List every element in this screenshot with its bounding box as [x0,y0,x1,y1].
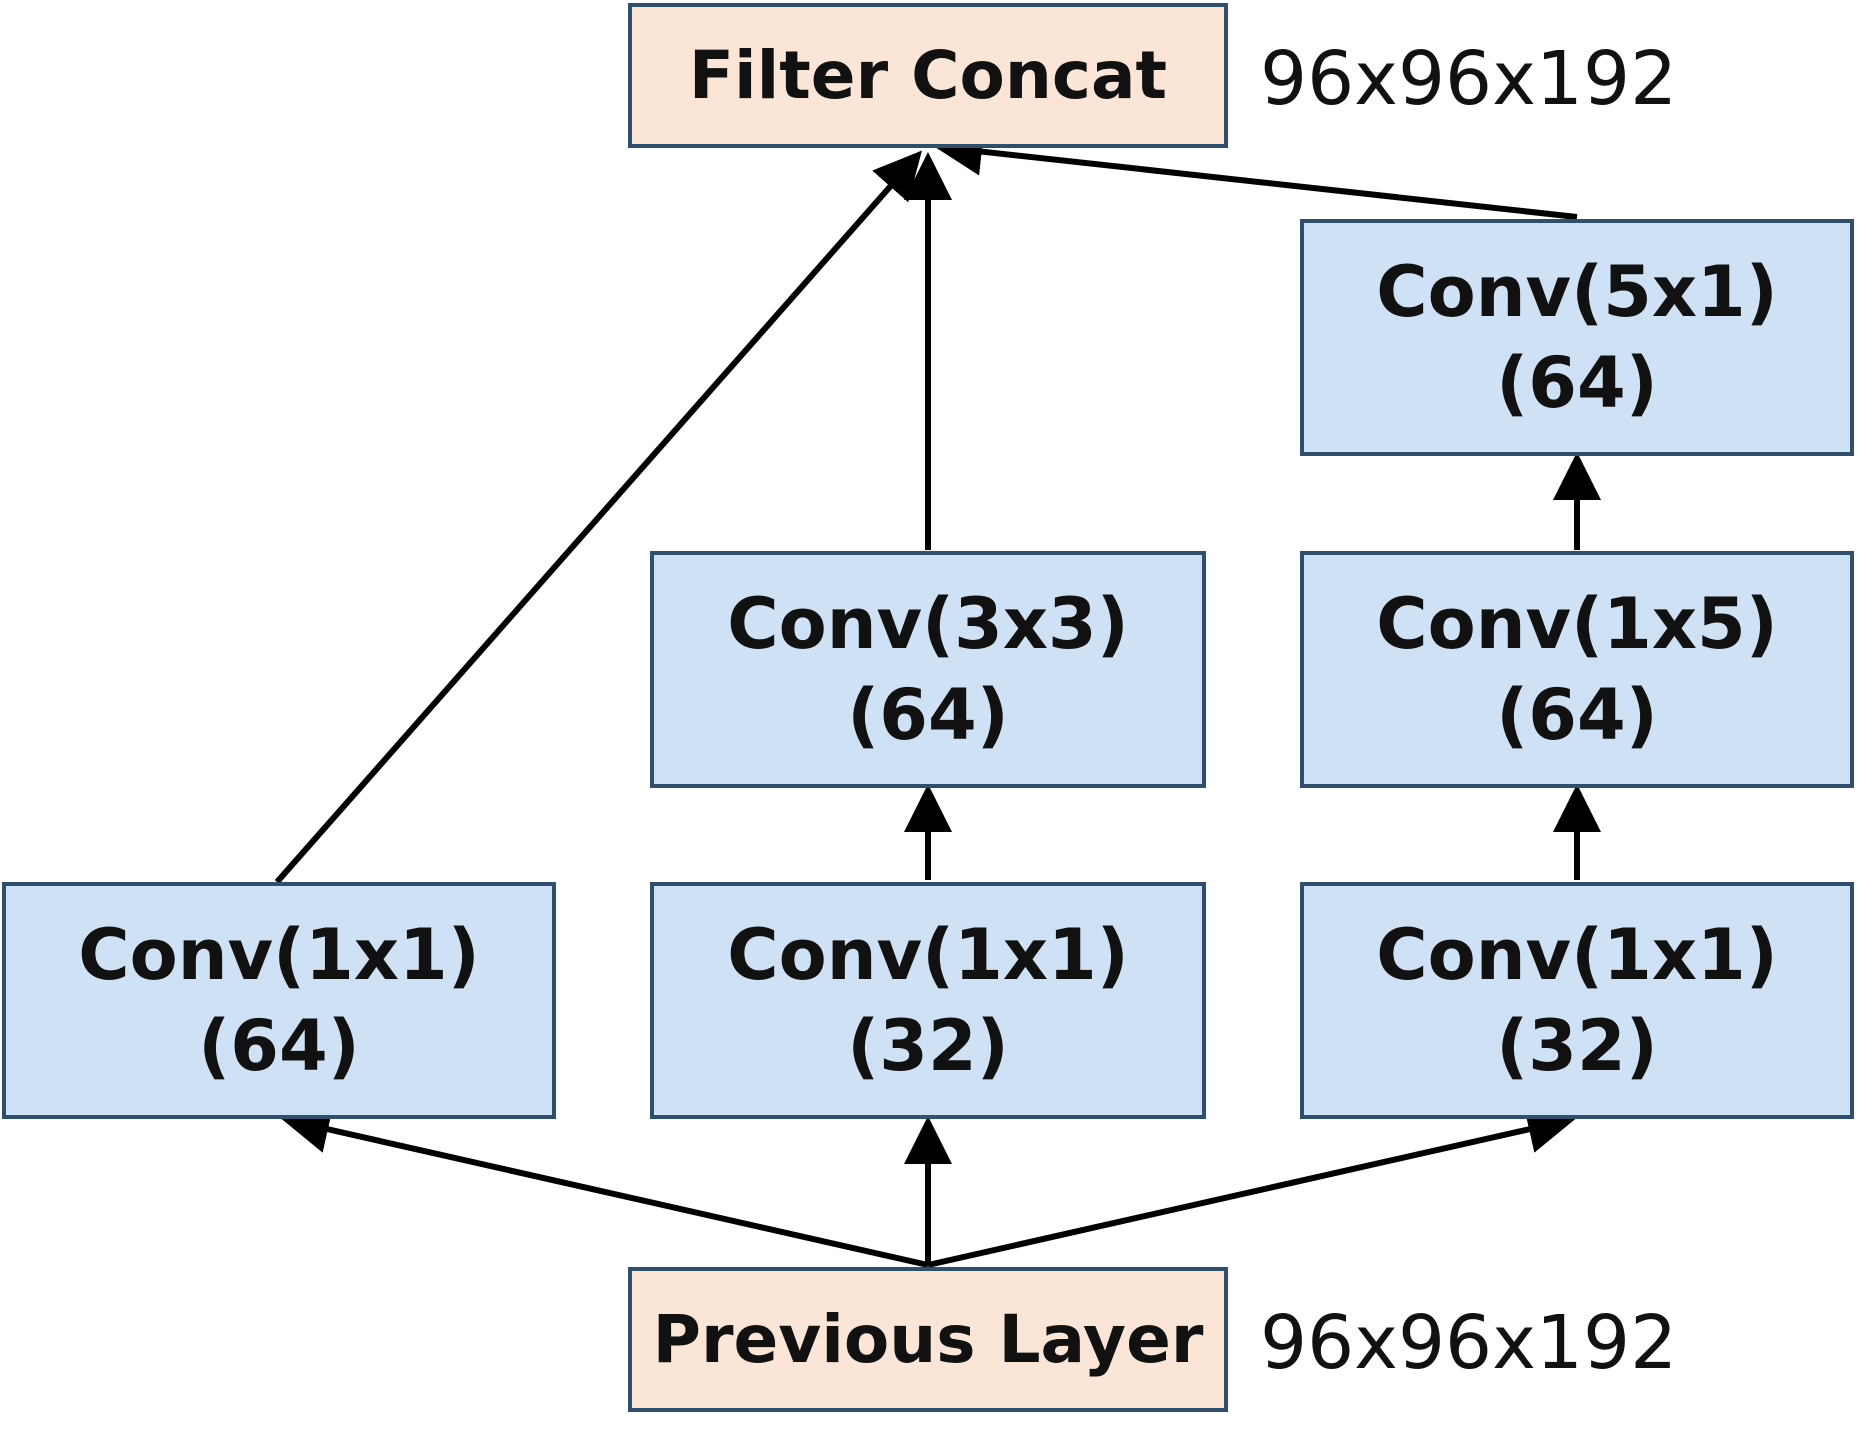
left-conv1x1-op: Conv(1x1) [78,913,480,996]
conv1x5-node: Conv(1x5) (64) [1300,551,1854,788]
mid-conv1x1-filters: (32) [847,1004,1009,1087]
right-conv1x1-op: Conv(1x1) [1376,913,1778,996]
right-conv1x1-filters: (32) [1496,1004,1658,1087]
arrow-left-conv1x1-to-concat [274,150,922,884]
left-conv1x1-node: Conv(1x1) (64) [2,882,556,1119]
mid-conv1x1-node: Conv(1x1) (32) [650,882,1206,1119]
filter-concat-label: Filter Concat [688,36,1168,114]
arrow-conv5x1-to-concat [934,127,1578,220]
arrow-prev-to-right-conv1x1 [927,1105,1576,1268]
arrow-prev-to-left-conv1x1 [281,1105,929,1268]
previous-layer-label: Previous Layer [652,1300,1204,1378]
output-dimensions: 96x96x192 [1260,36,1678,122]
conv3x3-filters: (64) [847,673,1009,756]
previous-layer-node: Previous Layer [628,1267,1228,1412]
conv5x1-node: Conv(5x1) (64) [1300,219,1854,456]
conv1x5-op: Conv(1x5) [1376,582,1778,665]
filter-concat-node: Filter Concat [628,3,1228,148]
input-dimensions: 96x96x192 [1260,1300,1678,1386]
right-conv1x1-node: Conv(1x1) (32) [1300,882,1854,1119]
conv5x1-op: Conv(5x1) [1376,250,1778,333]
conv3x3-op: Conv(3x3) [727,582,1129,665]
conv1x5-filters: (64) [1496,673,1658,756]
conv3x3-node: Conv(3x3) (64) [650,551,1206,788]
conv5x1-filters: (64) [1496,341,1658,424]
mid-conv1x1-op: Conv(1x1) [727,913,1129,996]
left-conv1x1-filters: (64) [198,1004,360,1087]
